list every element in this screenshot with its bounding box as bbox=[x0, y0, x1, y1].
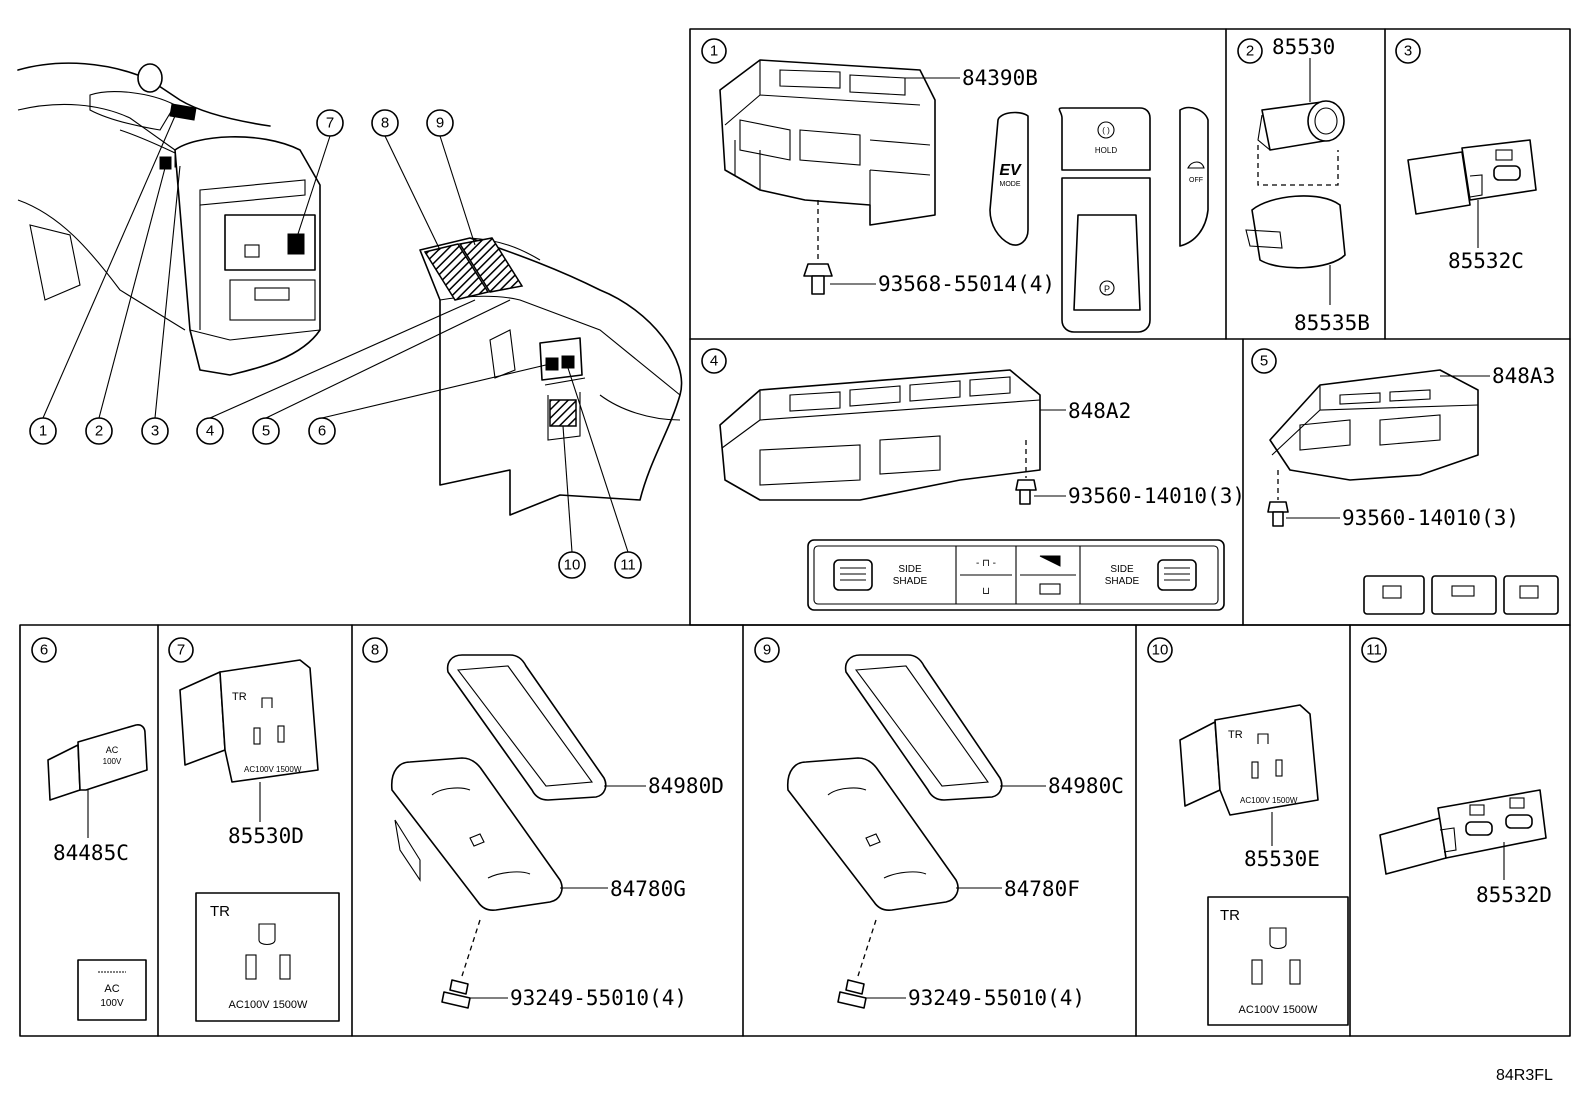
panel-1: 1 84390B 93568-55014(4) EV MODE ( ) HOLD… bbox=[701, 38, 1209, 333]
panel-9: 9 84980C 84780F 93249-55010(4) bbox=[754, 637, 1124, 1010]
ac-switch-line1: AC bbox=[106, 745, 119, 755]
ac-switch-line2: 100V bbox=[103, 757, 122, 766]
traction-icon bbox=[1187, 161, 1205, 169]
part-85535B: 85535B bbox=[1294, 311, 1370, 335]
part-84980C: 84980C bbox=[1048, 774, 1124, 798]
panel-7-number: 7 bbox=[177, 642, 185, 659]
callout-3: 3 bbox=[151, 423, 159, 440]
outlet-7-face-rating: AC100V 1500W bbox=[229, 999, 308, 1011]
part-84780G: 84780G bbox=[610, 877, 686, 901]
lock-icon: - ⊓ - bbox=[976, 558, 996, 569]
brake-hold-icon: ( ) bbox=[1102, 126, 1110, 135]
part-93560-14010-a: 93560-14010(3) bbox=[1068, 484, 1245, 508]
outlet-7-tr: TR bbox=[232, 691, 247, 703]
overview-leader-lines bbox=[42, 115, 629, 553]
panel-7: 7 TR AC100V 1500W 85530D TR AC100V 1500W bbox=[168, 637, 340, 1022]
part-84485C: 84485C bbox=[53, 841, 129, 865]
outlet-10-face-rating: AC100V 1500W bbox=[1239, 1004, 1318, 1016]
side-shade-right-line1: SIDE bbox=[1110, 564, 1134, 575]
callout-5: 5 bbox=[262, 423, 270, 440]
panel-6: 6 AC 100V 84485C AC 100V bbox=[31, 637, 148, 1021]
part-85532D: 85532D bbox=[1476, 883, 1552, 907]
part-93249-55010-b: 93249-55010(4) bbox=[908, 986, 1085, 1010]
panel-4: 4 848A2 93560-14010(3) SIDE SHADE - ⊓ - … bbox=[701, 348, 1245, 611]
front-console-illustration bbox=[17, 62, 321, 376]
callout-9: 9 bbox=[436, 115, 444, 132]
callout-8: 8 bbox=[381, 115, 389, 132]
callout-2: 2 bbox=[95, 423, 103, 440]
part-93249-55010-a: 93249-55010(4) bbox=[510, 986, 687, 1010]
part-85530: 85530 bbox=[1272, 35, 1335, 59]
rear-window-icon bbox=[1451, 585, 1475, 597]
callout-11: 11 bbox=[620, 557, 636, 574]
panel-3: 3 85532C bbox=[1395, 38, 1537, 273]
panel-9-number: 9 bbox=[763, 642, 771, 659]
panel-2-number: 2 bbox=[1246, 43, 1254, 60]
callout-1: 1 bbox=[39, 423, 47, 440]
ac-face-line1: AC bbox=[104, 983, 119, 995]
callout-7: 7 bbox=[326, 115, 334, 132]
part-93568-55014: 93568-55014(4) bbox=[878, 272, 1055, 296]
panel-5-number: 5 bbox=[1260, 353, 1268, 370]
panel-2: 2 85530 85535B bbox=[1237, 35, 1370, 335]
callout-4: 4 bbox=[206, 423, 214, 440]
panel-5: 5 848A3 93560-14010(3) bbox=[1251, 348, 1559, 615]
shade-down-icon bbox=[1039, 583, 1061, 595]
panel-8-number: 8 bbox=[371, 642, 379, 659]
panel-11: 11 85532D bbox=[1361, 637, 1552, 907]
panel-3-number: 3 bbox=[1404, 43, 1412, 60]
part-85530E: 85530E bbox=[1244, 847, 1320, 871]
ac-face-line2: 100V bbox=[100, 998, 124, 1009]
window-switch-right-icon bbox=[1519, 585, 1539, 599]
panel-frames bbox=[19, 28, 1571, 1037]
ev-icon: EV bbox=[999, 162, 1022, 179]
shade-up-icon bbox=[1039, 555, 1061, 567]
part-93560-14010-b: 93560-14010(3) bbox=[1342, 506, 1519, 530]
outlet-10-ground-icon bbox=[1257, 733, 1269, 744]
side-shade-left-line1: SIDE bbox=[898, 564, 922, 575]
outlet-10-tr: TR bbox=[1228, 729, 1243, 741]
part-84980D: 84980D bbox=[648, 774, 724, 798]
panel-6-number: 6 bbox=[40, 642, 48, 659]
unlock-icon: ⊔ bbox=[982, 586, 990, 597]
off-label: OFF bbox=[1189, 177, 1203, 184]
part-848A2: 848A2 bbox=[1068, 399, 1131, 423]
ev-mode-label: MODE bbox=[1000, 181, 1021, 188]
overview-callouts: 1 2 3 4 5 6 7 8 9 10 11 bbox=[29, 109, 642, 579]
part-84780F: 84780F bbox=[1004, 877, 1080, 901]
diagram-code: 84R3FL bbox=[1496, 1067, 1553, 1084]
panel-1-number: 1 bbox=[710, 43, 718, 60]
panel-10-number: 10 bbox=[1152, 642, 1169, 659]
side-shade-right-line2: SHADE bbox=[1105, 576, 1140, 587]
rear-console-illustration bbox=[419, 237, 683, 516]
parking-icon: P bbox=[1104, 284, 1110, 294]
outlet-7-face-tr: TR bbox=[210, 903, 230, 920]
panel-8: 8 84980D 84780G 93249-55010(4) bbox=[362, 637, 724, 1010]
part-84390B: 84390B bbox=[962, 66, 1038, 90]
panel-11-number: 11 bbox=[1366, 642, 1382, 659]
panel-10: 10 TR AC100V 1500W 85530E TR AC100V 1500… bbox=[1147, 637, 1349, 1026]
side-shade-left-line2: SHADE bbox=[893, 576, 928, 587]
part-85532C: 85532C bbox=[1448, 249, 1524, 273]
callout-10: 10 bbox=[564, 557, 581, 574]
outlet-10-face-ground-icon bbox=[1269, 927, 1287, 950]
part-85530D: 85530D bbox=[228, 824, 304, 848]
outlet-7-ground-icon bbox=[261, 697, 273, 708]
outlet-10-face-tr: TR bbox=[1220, 907, 1240, 924]
outlet-7-rating-small: AC100V 1500W bbox=[244, 765, 302, 774]
hold-label: HOLD bbox=[1095, 146, 1117, 155]
part-848A3: 848A3 bbox=[1492, 364, 1555, 388]
callout-6: 6 bbox=[318, 423, 326, 440]
window-switch-left-icon bbox=[1382, 585, 1402, 599]
outlet-10-rating-small: AC100V 1500W bbox=[1240, 796, 1298, 805]
panel-4-number: 4 bbox=[710, 353, 718, 370]
outlet-7-face-ground-icon bbox=[258, 923, 276, 946]
